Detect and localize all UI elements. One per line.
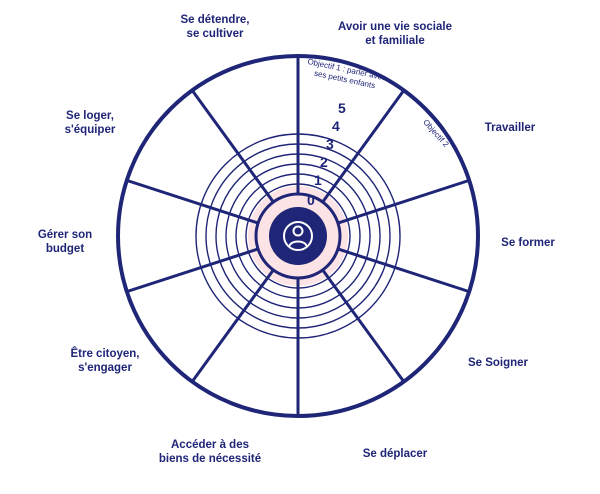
scale-level-0: 0 — [307, 192, 315, 208]
sector-dividers — [126, 56, 470, 416]
sector-divider — [337, 178, 470, 225]
outer-ring — [116, 54, 480, 418]
sector-divider — [126, 178, 259, 225]
sector-label-se-soigner: Se Soigner — [467, 357, 529, 369]
sector-label-travailler: Travailler — [484, 122, 536, 134]
sector-label-vie-sociale: Avoir une vie sociale et familiale — [338, 21, 452, 47]
sector-label-se-detendre: Se détendre, se cultiver — [180, 14, 250, 40]
scale-numbers: 5 4 3 2 1 0 — [307, 100, 346, 208]
scale-level-1: 1 — [314, 172, 322, 188]
sector-divider — [321, 89, 406, 203]
sector-label-se-deplacer: Se déplacer — [362, 448, 428, 460]
sector-divider — [321, 269, 406, 383]
sector-label-citoyen: Être citoyen, s'engager — [70, 348, 140, 374]
scale-level-2: 2 — [320, 154, 328, 170]
sector-label-se-loger: Se loger, s'équiper — [64, 110, 116, 136]
user-icon — [283, 221, 313, 251]
scale-level-3: 3 — [326, 136, 334, 152]
sector-label-biens-necessite: Accéder à des biens de nécessité — [158, 439, 262, 465]
sector-label-se-former: Se former — [501, 237, 555, 249]
sector-divider — [190, 269, 275, 383]
sector-divider — [190, 89, 275, 203]
sector-divider — [126, 247, 259, 294]
scale-level-5: 5 — [338, 100, 346, 116]
sector-label-budget: Gérer son budget — [37, 229, 93, 255]
scale-level-4: 4 — [332, 118, 340, 134]
sector-divider — [337, 247, 470, 294]
